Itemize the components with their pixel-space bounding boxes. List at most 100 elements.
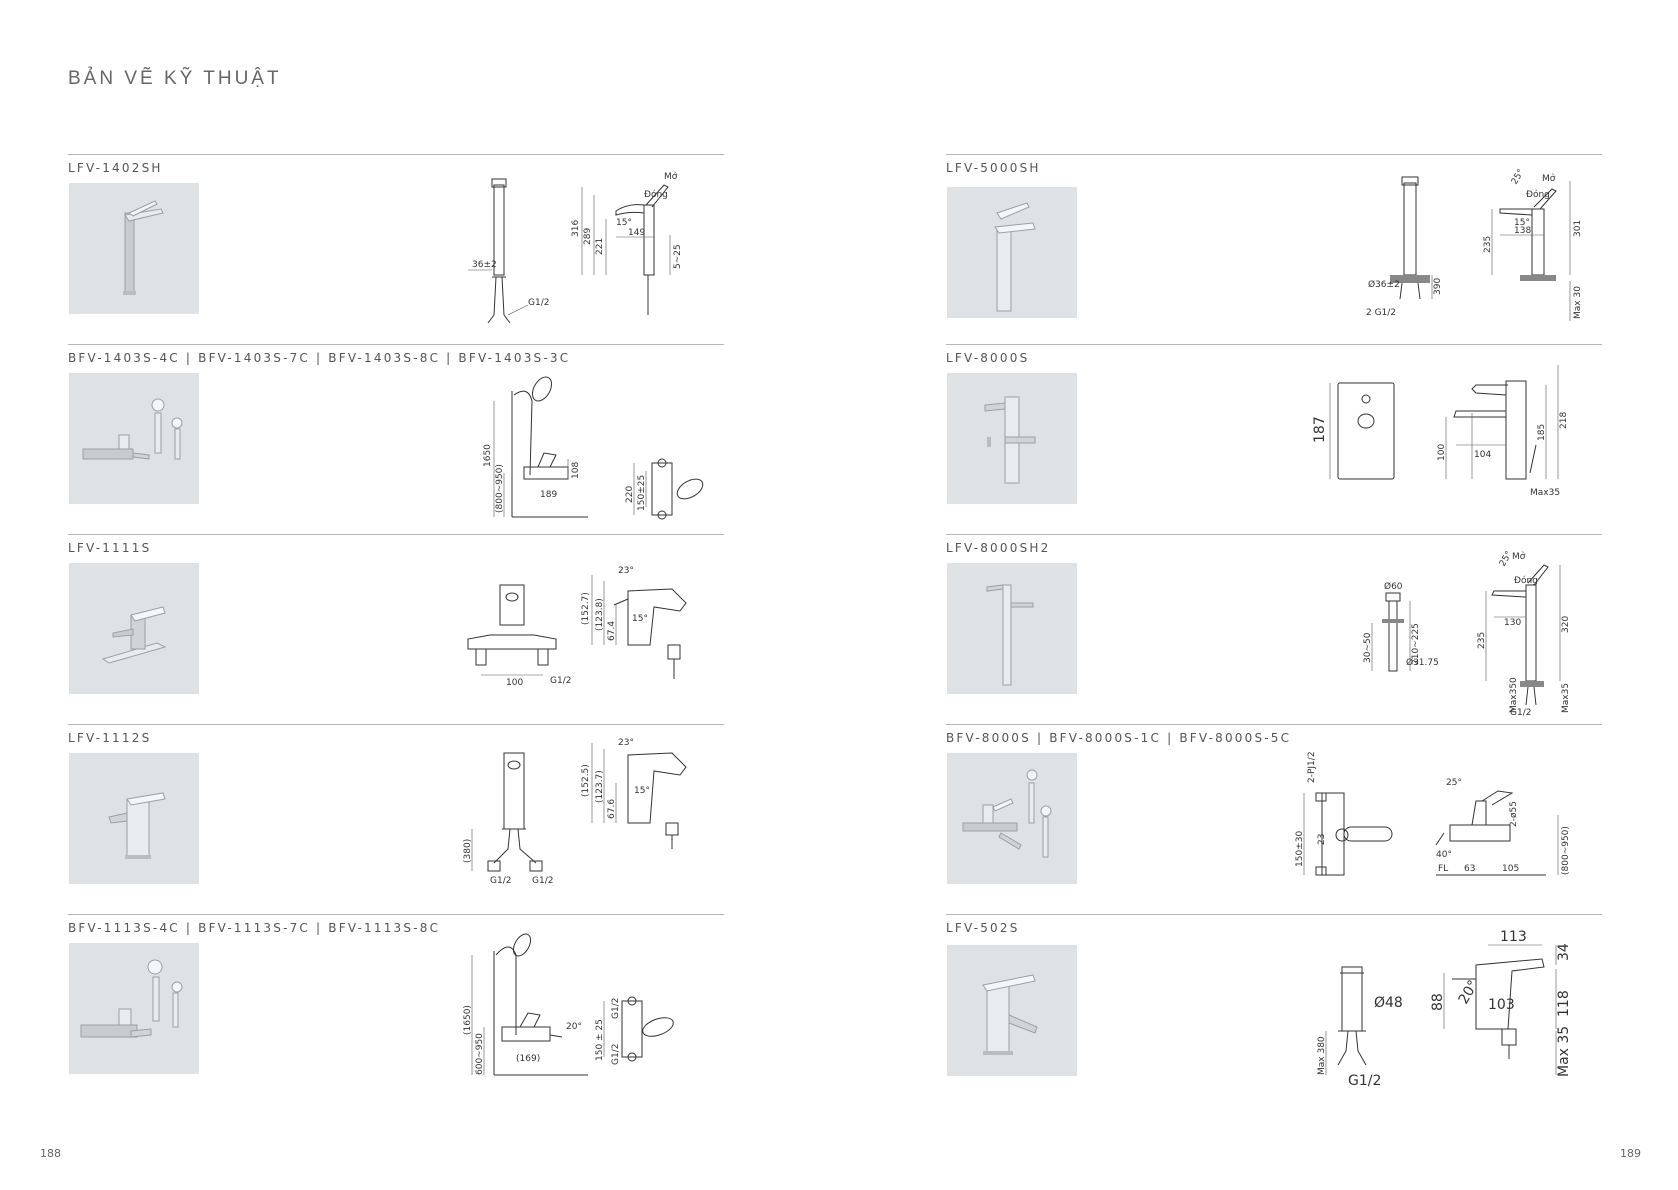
product-photo bbox=[947, 563, 1077, 694]
svg-text:FL: FL bbox=[1438, 864, 1448, 874]
technical-drawing: (1650) 600~950 (169) 20° 150 ± 25 G1/2 G… bbox=[458, 925, 724, 1097]
svg-text:G1/2: G1/2 bbox=[532, 876, 553, 886]
svg-text:2-PJ1/2: 2-PJ1/2 bbox=[1307, 751, 1317, 783]
svg-text:105: 105 bbox=[1502, 864, 1519, 874]
product-code: BFV-1403S-4C | BFV-1403S-7C | BFV-1403S-… bbox=[68, 351, 571, 365]
page-number-right: 189 bbox=[1620, 1147, 1641, 1160]
product-code: LFV-8000SH2 bbox=[946, 541, 1051, 555]
technical-drawing: 187 104 100 185 218 Max35 bbox=[1296, 355, 1602, 527]
product-code: LFV-5000SH bbox=[946, 161, 1041, 175]
svg-text:Max350: Max350 bbox=[1509, 677, 1519, 713]
svg-text:15°: 15° bbox=[616, 218, 632, 228]
product-row: LFV-8000SH2 Ø60 30~50 210~225 Ø31.75 bbox=[946, 534, 1602, 724]
svg-text:15°: 15° bbox=[634, 786, 650, 796]
svg-text:(123.8): (123.8) bbox=[595, 598, 605, 631]
product-row: BFV-8000S | BFV-8000S-1C | BFV-8000S-5C bbox=[946, 724, 1602, 914]
product-code: LFV-8000S bbox=[946, 351, 1030, 365]
svg-text:221: 221 bbox=[595, 238, 605, 255]
svg-text:390: 390 bbox=[1433, 278, 1443, 295]
svg-text:210~225: 210~225 bbox=[1411, 623, 1421, 665]
page-number-left: 188 bbox=[40, 1147, 61, 1160]
bath-shower-mixer-image bbox=[69, 373, 199, 504]
svg-text:113: 113 bbox=[1500, 929, 1527, 945]
tall-basin-mixer-image bbox=[947, 187, 1077, 318]
svg-text:218: 218 bbox=[1559, 412, 1569, 429]
svg-text:G1/2: G1/2 bbox=[1510, 708, 1531, 717]
product-row: LFV-502S Ø48 Max 380 G1/2 bbox=[946, 914, 1602, 1104]
svg-text:Ø36±2: Ø36±2 bbox=[1368, 279, 1400, 290]
svg-text:Đóng: Đóng bbox=[1514, 575, 1538, 586]
svg-text:Max 30: Max 30 bbox=[1573, 286, 1583, 319]
product-row: LFV-1112S (380) G1/2 G1/2 bbox=[68, 724, 724, 914]
svg-text:600~950: 600~950 bbox=[475, 1033, 485, 1075]
product-code: LFV-1112S bbox=[68, 731, 152, 745]
product-photo bbox=[69, 373, 199, 504]
svg-text:67.6: 67.6 bbox=[607, 799, 617, 819]
svg-text:(152.7): (152.7) bbox=[581, 592, 591, 625]
svg-text:185: 185 bbox=[1537, 424, 1547, 441]
tall-basin-faucet-image bbox=[69, 183, 199, 314]
svg-text:130: 130 bbox=[1504, 618, 1521, 628]
svg-text:Max 380: Max 380 bbox=[1317, 1036, 1327, 1075]
two-hole-basin-mixer-image bbox=[69, 563, 199, 694]
svg-text:Mở: Mở bbox=[1542, 173, 1556, 184]
svg-text:100: 100 bbox=[506, 678, 523, 688]
svg-text:(380): (380) bbox=[463, 839, 473, 863]
basin-mixer-image bbox=[947, 945, 1077, 1076]
svg-text:Ø31.75: Ø31.75 bbox=[1406, 657, 1439, 668]
svg-text:220: 220 bbox=[625, 486, 635, 503]
tall-basin-mixer-image bbox=[947, 563, 1077, 694]
svg-text:Đóng: Đóng bbox=[1526, 189, 1550, 200]
left-column: LFV-1402SH 36±2 G1/2 bbox=[68, 154, 724, 1104]
svg-text:320: 320 bbox=[1561, 616, 1571, 633]
product-photo bbox=[69, 563, 199, 694]
svg-text:G1/2: G1/2 bbox=[1348, 1073, 1381, 1089]
svg-text:138: 138 bbox=[1514, 226, 1531, 236]
product-photo bbox=[69, 943, 199, 1074]
svg-text:23°: 23° bbox=[618, 738, 634, 748]
product-row: LFV-1402SH 36±2 G1/2 bbox=[68, 154, 724, 344]
svg-text:(152.5): (152.5) bbox=[581, 764, 591, 797]
svg-text:23: 23 bbox=[1317, 834, 1327, 845]
svg-text:(169): (169) bbox=[516, 1054, 540, 1064]
right-column: LFV-5000SH Ø36±2 2 G1/2 390 bbox=[946, 154, 1602, 1104]
product-code: LFV-1402SH bbox=[68, 161, 163, 175]
svg-text:36±2: 36±2 bbox=[472, 260, 497, 270]
svg-text:Mở: Mở bbox=[664, 171, 678, 182]
basin-mixer-image bbox=[69, 753, 199, 884]
svg-text:235: 235 bbox=[1477, 632, 1487, 649]
svg-text:5~25: 5~25 bbox=[673, 244, 683, 269]
svg-text:2-ø55: 2-ø55 bbox=[1509, 801, 1519, 827]
svg-text:15°: 15° bbox=[632, 614, 648, 624]
svg-text:67.4: 67.4 bbox=[607, 621, 617, 641]
svg-text:100: 100 bbox=[1437, 444, 1447, 461]
svg-text:(1650): (1650) bbox=[463, 1005, 473, 1035]
svg-text:G1/2: G1/2 bbox=[528, 298, 549, 308]
svg-text:Ø60: Ø60 bbox=[1384, 581, 1403, 592]
svg-text:63: 63 bbox=[1464, 864, 1475, 874]
svg-text:88: 88 bbox=[1430, 993, 1446, 1011]
svg-text:34: 34 bbox=[1556, 943, 1572, 961]
svg-text:301: 301 bbox=[1573, 220, 1583, 237]
svg-text:(800~950): (800~950) bbox=[495, 464, 505, 513]
svg-text:(800~950): (800~950) bbox=[1561, 826, 1571, 875]
product-photo bbox=[69, 753, 199, 884]
product-photo bbox=[947, 373, 1077, 504]
svg-text:149: 149 bbox=[628, 228, 645, 238]
product-photo bbox=[947, 945, 1077, 1076]
svg-text:Max 35: Max 35 bbox=[1556, 1026, 1572, 1077]
product-row: BFV-1403S-4C | BFV-1403S-7C | BFV-1403S-… bbox=[68, 344, 724, 534]
svg-text:15°: 15° bbox=[1514, 218, 1530, 228]
product-code: BFV-8000S | BFV-8000S-1C | BFV-8000S-5C bbox=[946, 731, 1292, 745]
svg-text:Max35: Max35 bbox=[1561, 683, 1571, 713]
product-row: LFV-5000SH Ø36±2 2 G1/2 390 bbox=[946, 154, 1602, 344]
technical-drawing: Ø36±2 2 G1/2 390 Mở Đóng 25° 15° 235 138… bbox=[1366, 165, 1602, 337]
svg-text:2 G1/2: 2 G1/2 bbox=[1366, 308, 1396, 318]
svg-text:150±25: 150±25 bbox=[637, 475, 647, 511]
svg-text:235: 235 bbox=[1483, 236, 1493, 253]
svg-text:150±30: 150±30 bbox=[1295, 831, 1305, 867]
product-photo bbox=[947, 753, 1077, 884]
product-code: LFV-502S bbox=[946, 921, 1020, 935]
technical-drawing: 36±2 G1/2 Mở Đóng 15° 316 289 221 149 bbox=[458, 165, 724, 337]
svg-text:G1/2: G1/2 bbox=[611, 1044, 621, 1065]
